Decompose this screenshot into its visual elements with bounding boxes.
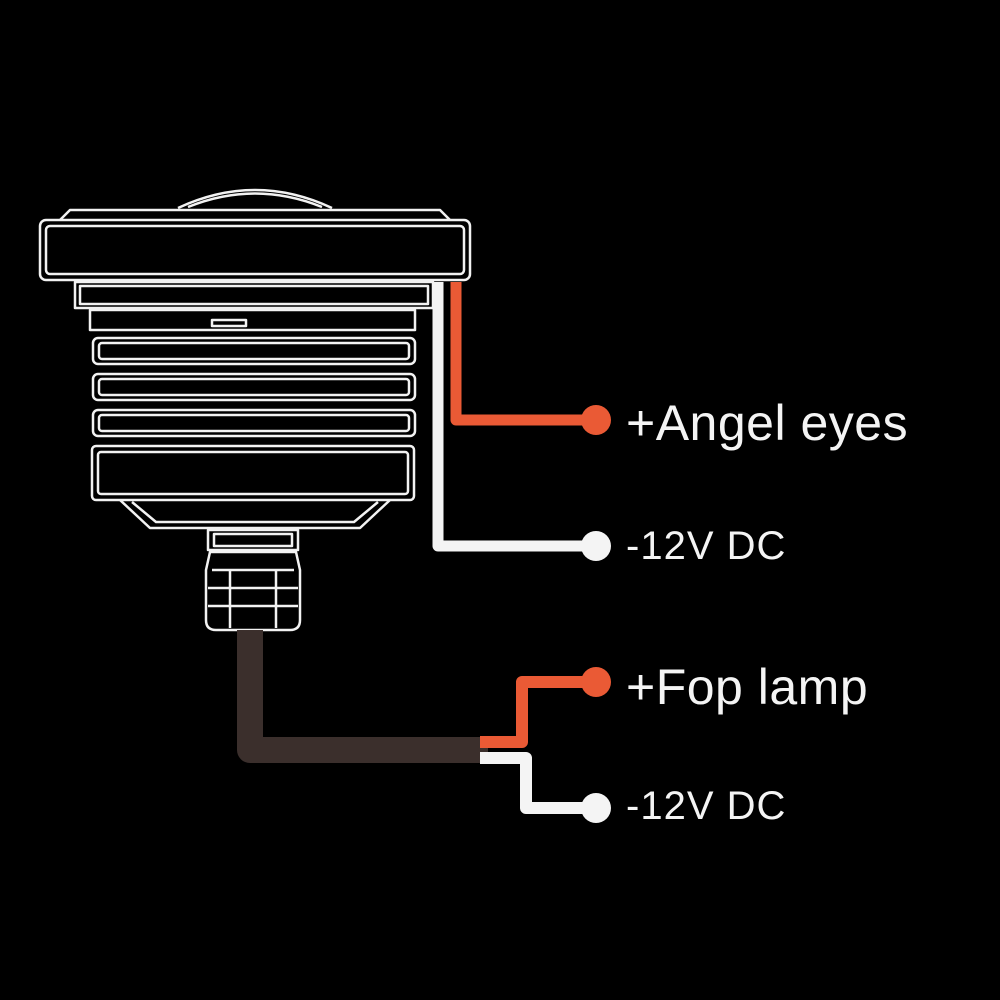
angel-eyes-ground-wire	[432, 282, 592, 552]
lamp-badge-slot	[210, 318, 248, 328]
fog-lamp-ground-terminal	[581, 793, 611, 823]
lamp-front-ring-inner	[44, 224, 466, 276]
cooling-fin-3	[91, 408, 417, 438]
angel-eyes-positive-label: +Angel eyes	[626, 395, 909, 451]
cooling-fin-1-inner	[97, 341, 411, 361]
lamp-connector-boss	[206, 528, 300, 552]
lamp-connector-boss-inner	[212, 532, 294, 548]
angel-eyes-positive-terminal	[581, 405, 611, 435]
lamp-front-ring	[38, 218, 472, 282]
lamp-ring-top-bevel	[59, 208, 451, 221]
angel-eyes-ground-label: -12V DC	[626, 524, 787, 568]
lamp-neck-inner	[78, 284, 430, 306]
cable-gland	[204, 550, 302, 632]
angel-eyes-positive-wire	[450, 282, 592, 426]
lamp-collar-upper	[88, 308, 417, 332]
cooling-fin-1	[91, 336, 417, 366]
lamp-housing	[38, 188, 472, 632]
cooling-fin-2	[91, 372, 417, 402]
cooling-fin-3-inner	[97, 413, 411, 433]
cooling-fin-2-inner	[97, 377, 411, 397]
lamp-rear-body-inner	[96, 450, 410, 496]
main-power-cable	[237, 630, 488, 763]
angel-eyes-ground-terminal	[581, 531, 611, 561]
fog-lamp-positive-terminal	[581, 667, 611, 697]
lamp-lens-dome-inner	[187, 192, 323, 209]
lamp-rear-body	[90, 444, 416, 502]
fog-lamp-positive-label: +Fop lamp	[626, 659, 869, 715]
lamp-lens-dome	[177, 188, 333, 210]
lamp-back-taper-inner	[131, 501, 379, 524]
fog-lamp-positive-wire	[480, 676, 592, 748]
lamp-back-taper	[119, 499, 391, 530]
fog-lamp-ground-label: -12V DC	[626, 784, 787, 828]
fog-lamp-ground-wire	[480, 752, 592, 814]
